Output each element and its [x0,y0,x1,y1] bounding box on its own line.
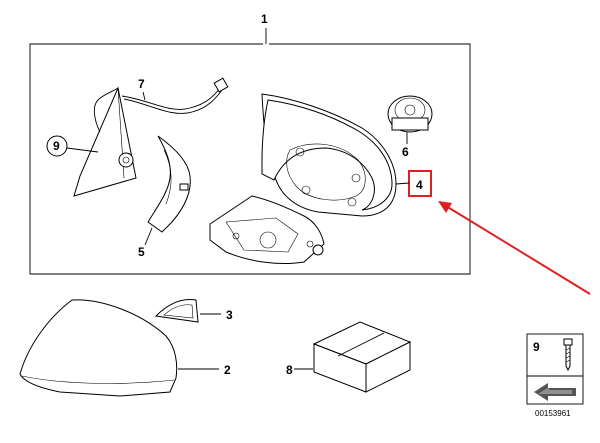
legend-code: 00153961 [535,409,571,418]
callout-2: 2 [224,363,231,377]
triangle-trim [154,299,199,323]
screw-icon [563,338,573,372]
cable [121,77,229,114]
mirror-motor [387,95,433,133]
callout-6: 6 [402,145,409,159]
legend-box [526,333,584,405]
callout-7: 7 [138,77,145,91]
callout-9: 9 [53,139,60,153]
assembly-frame [29,28,471,275]
mirror-carrier [209,195,325,265]
callout-1: 1 [261,12,268,26]
legend-number: 9 [533,340,540,354]
glass-highlight-box [408,170,432,197]
mirror-frame [261,93,397,217]
kit-box [312,321,412,393]
mirror-cap [19,299,178,397]
support-arm [147,135,191,233]
callout-9-circle [46,135,68,157]
callout-4: 4 [416,178,423,192]
pointer-arrow [438,201,591,295]
direction-arrow-icon [534,383,576,401]
callout-8: 8 [286,363,293,377]
callout-5: 5 [138,245,145,259]
callout-3: 3 [226,308,233,322]
mirror-base [73,86,137,197]
